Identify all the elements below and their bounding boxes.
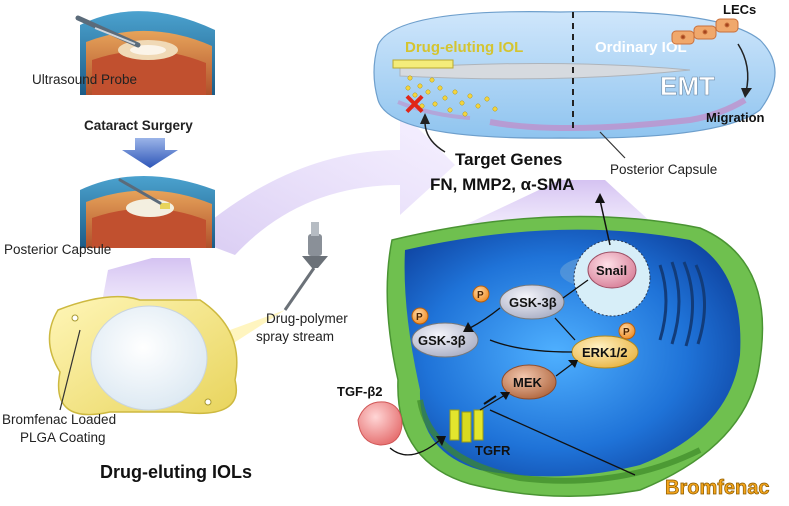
snail-to-genes-arrow — [599, 199, 611, 246]
capsule-label-left: Posterior Capsule — [4, 242, 111, 257]
coating-pointer — [59, 329, 81, 411]
tgfr-label: TGFR — [475, 443, 511, 458]
bromfenac-label: Bromfenac — [665, 477, 769, 499]
receptor-to-mek-arrow — [479, 394, 506, 411]
lec-migration-arrow — [737, 43, 749, 93]
mek-node — [501, 364, 557, 400]
snail-label: Snail — [596, 263, 627, 278]
phospho-badge-gsk-lower — [411, 307, 429, 325]
probe-label: Ultrasound Probe — [32, 72, 137, 87]
bottom-title: Drug-eluting IOLs — [100, 462, 252, 482]
gsk-upper-label: GSK-3β — [509, 295, 557, 310]
migration-label: Migration — [706, 110, 765, 125]
gsk-upper-node — [499, 284, 565, 320]
posterior-capsule-pointer — [599, 131, 626, 159]
ligand-to-receptor-arrow — [389, 439, 441, 456]
target-arrow — [424, 121, 446, 153]
phospho-label-erk: P — [623, 327, 630, 338]
emt-label: EMT — [660, 71, 715, 101]
gsk-phospho-arrow — [469, 307, 501, 329]
beam-to-lens — [190, 110, 455, 255]
spray-label-line2: spray stream — [256, 329, 334, 344]
lecs-label: LECs — [723, 2, 756, 17]
erk-to-gsk-upper-link — [554, 317, 576, 341]
spray-label-line1: Drug-polymer — [266, 311, 348, 326]
gsk-to-snail-link — [562, 279, 589, 299]
inhibition-bar — [483, 395, 497, 405]
snail-node — [573, 239, 651, 317]
posterior-capsule-label: Posterior Capsule — [610, 162, 717, 177]
mek-label: MEK — [513, 375, 543, 390]
eye-implant-illustration — [80, 176, 215, 248]
bromfenac-inhibition-line — [489, 409, 636, 476]
ultrasound-probe-icon — [75, 15, 141, 48]
phospho-label-gsk-upper: P — [477, 290, 484, 301]
phospho-badge-erk — [618, 322, 636, 340]
block-mark: × — [404, 83, 425, 124]
target-genes-list: FN, MMP2, α-SMA — [430, 175, 575, 194]
spray-nozzle-icon — [283, 222, 328, 311]
coating-label-line1: Bromfenac Loaded — [2, 412, 116, 427]
organelle-icon — [658, 261, 706, 347]
target-genes-title: Target Genes — [455, 150, 562, 169]
gsk-lower-node — [411, 322, 479, 358]
step-label: Cataract Surgery — [84, 118, 193, 133]
phospho-badge-gsk-upper — [472, 285, 490, 303]
ordinary-iol-label: Ordinary IOL — [595, 39, 687, 56]
tgf-ligand-label: TGF-β2 — [337, 384, 383, 399]
mek-to-erk-arrow — [555, 363, 573, 377]
erk-label: ERK1/2 — [582, 345, 628, 360]
coating-label-line2: PLGA Coating — [20, 430, 106, 445]
tgf-ligand-icon — [357, 401, 403, 446]
phospho-label-gsk-lower: P — [416, 312, 423, 323]
lec-cells-icon — [671, 18, 739, 45]
tgfr-receptor-icon — [449, 409, 484, 443]
intraocular-lens-illustration — [48, 295, 238, 416]
erk-to-gsk-link — [489, 339, 573, 353]
gsk-lower-label: GSK-3β — [418, 333, 466, 348]
drug-iol-label: Drug-eluting IOL — [405, 39, 523, 56]
down-arrow-icon — [122, 138, 178, 168]
drug-release-dots — [405, 75, 498, 117]
